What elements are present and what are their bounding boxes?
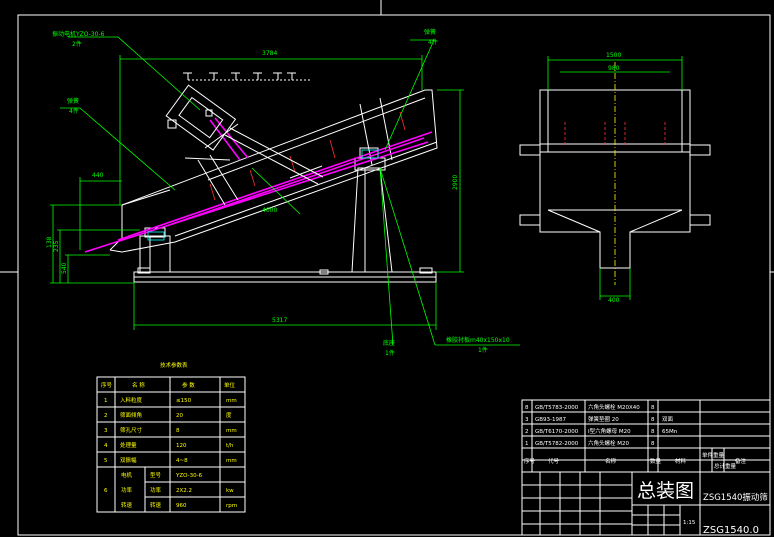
param-row-4-name: 处理量	[120, 441, 137, 449]
param-motor-speed-unit: rpm	[226, 503, 237, 509]
dim-total: 5317	[272, 317, 287, 324]
param-row-2-no: 2	[104, 413, 108, 419]
part-row-3-no: 2	[525, 429, 529, 435]
dim-side-400: 400	[608, 297, 620, 304]
dim-height: 2900	[452, 175, 459, 190]
callout-feed-qty: 1件	[478, 346, 488, 354]
param-motor-power-sub: 功率	[150, 486, 162, 494]
drawing-scale: 1:15	[683, 520, 696, 526]
tb-header-unit-weight: 单件重量	[702, 451, 725, 459]
param-row-5-no: 5	[104, 458, 108, 464]
param-row-3-value: 8	[176, 428, 180, 434]
part-row-4-name: 六角头螺栓 M20	[588, 439, 629, 447]
part-row-1-code: GB/T5783-2000	[535, 405, 579, 411]
callout-spring: 弹簧	[67, 97, 79, 105]
part-row-4-no: 1	[525, 441, 529, 447]
param-row-1-no: 1	[104, 398, 108, 404]
param-motor-power-value: 2X2.2	[176, 488, 192, 494]
param-row-2-value: 20	[176, 413, 183, 419]
param-row-3-name: 筛孔尺寸	[120, 426, 143, 434]
param-row-3-no: 3	[104, 428, 108, 434]
tb-header-material: 材料	[675, 457, 687, 465]
part-row-3-mark: 65Mn	[662, 429, 678, 435]
tb-header-name: 名称	[605, 457, 617, 465]
param-motor-power-unit: kw	[226, 488, 234, 494]
param-row-4-value: 120	[176, 443, 187, 449]
part-row-1-no: 8	[525, 405, 529, 411]
lifting-lugs	[183, 72, 310, 81]
tb-header-remark: 备注	[735, 457, 747, 465]
param-motor-no: 6	[104, 488, 108, 494]
param-motor-speed-sub: 转速	[150, 501, 162, 509]
tb-header-no: 序号	[524, 457, 536, 465]
part-row-3-code: GB/T6170-2000	[535, 429, 579, 435]
param-table-title: 技术参数表	[160, 361, 188, 369]
exciter-motor	[165, 84, 324, 206]
dim-side-1500: 1500	[606, 52, 621, 59]
part-row-2-mark: 双面	[662, 416, 674, 423]
title-block	[521, 399, 771, 536]
param-row-1-name: 入料粒度	[120, 396, 143, 404]
param-row-5-name: 双振幅	[120, 456, 137, 464]
part-row-4-code: GB/T5782-2000	[535, 441, 579, 447]
part-row-1-qty: 8	[651, 405, 655, 411]
callout-exciter: 振动电机YZO-30-6	[52, 30, 105, 38]
param-motor-power-label: 功率	[121, 486, 133, 494]
drawing-title: 总装图	[637, 480, 694, 502]
callout-spring-qty: 4件	[69, 107, 79, 115]
dim-440: 440	[92, 172, 104, 179]
param-motor-type-value: YZO-30-6	[175, 473, 203, 479]
callout-spring-sup: 弹簧	[424, 28, 436, 36]
param-row-2-unit: 度	[226, 411, 232, 419]
param-header-value: 参 数	[182, 381, 195, 389]
callout-exciter-qty: 2件	[72, 40, 82, 48]
param-header-no: 序号	[101, 381, 113, 389]
tb-header-code: 代号	[548, 457, 560, 465]
param-motor-label: 电机	[121, 471, 133, 479]
param-motor-type-label: 型号	[150, 471, 162, 479]
part-row-3-qty: 8	[651, 429, 655, 435]
param-row-4-no: 4	[104, 443, 108, 449]
part-row-2-code: GB93-1987	[535, 417, 567, 423]
drawing-border	[17, 14, 771, 536]
param-header-unit: 单位	[224, 381, 236, 389]
part-row-3-name: I型六角螺母 M20	[588, 427, 631, 435]
dim-side-980: 980	[608, 65, 620, 72]
param-row-3-unit: mm	[226, 428, 237, 434]
dim-540: 540	[61, 262, 68, 274]
parameter-table: 技术参数表	[96, 361, 246, 513]
part-row-4-qty: 8	[651, 441, 655, 447]
dim-138: 138	[46, 236, 53, 248]
param-row-5-unit: mm	[226, 458, 237, 464]
part-row-2-qty: 8	[651, 417, 655, 423]
side-view	[519, 56, 711, 300]
param-row-1-value: ≤150	[176, 398, 192, 404]
dim-screen: 4000	[262, 207, 277, 214]
part-row-2-name: 弹簧垫圈 20	[588, 415, 619, 423]
param-row-5-value: 4~8	[176, 458, 188, 464]
callout-spring-sup-qty: 4件	[428, 38, 438, 46]
param-row-1-unit: mm	[226, 398, 237, 404]
dim-top: 3784	[262, 50, 277, 57]
part-row-2-no: 3	[525, 417, 529, 423]
param-motor-speed-label: 转速	[121, 501, 133, 509]
product-name: ZSG1540振动筛	[703, 492, 768, 503]
part-row-1-name: 六角头螺栓 M20X40	[588, 403, 640, 411]
param-row-4-unit: t/h	[226, 443, 234, 449]
callout-base: 底座	[383, 339, 395, 347]
callout-feed: 橡胶衬板m40x150x10	[446, 336, 510, 344]
param-motor-speed-value: 960	[176, 503, 187, 509]
tb-header-qty: 数量	[650, 457, 662, 465]
param-header-name: 名 称	[132, 381, 145, 389]
drawing-number: ZSG1540.0	[703, 525, 759, 536]
tb-header-total-weight: 总计重量	[714, 462, 737, 470]
dim-235: 235	[53, 240, 60, 252]
front-view	[50, 36, 520, 346]
param-row-2-name: 筛面倾角	[120, 411, 142, 419]
callout-base-qty: 1件	[385, 349, 395, 357]
